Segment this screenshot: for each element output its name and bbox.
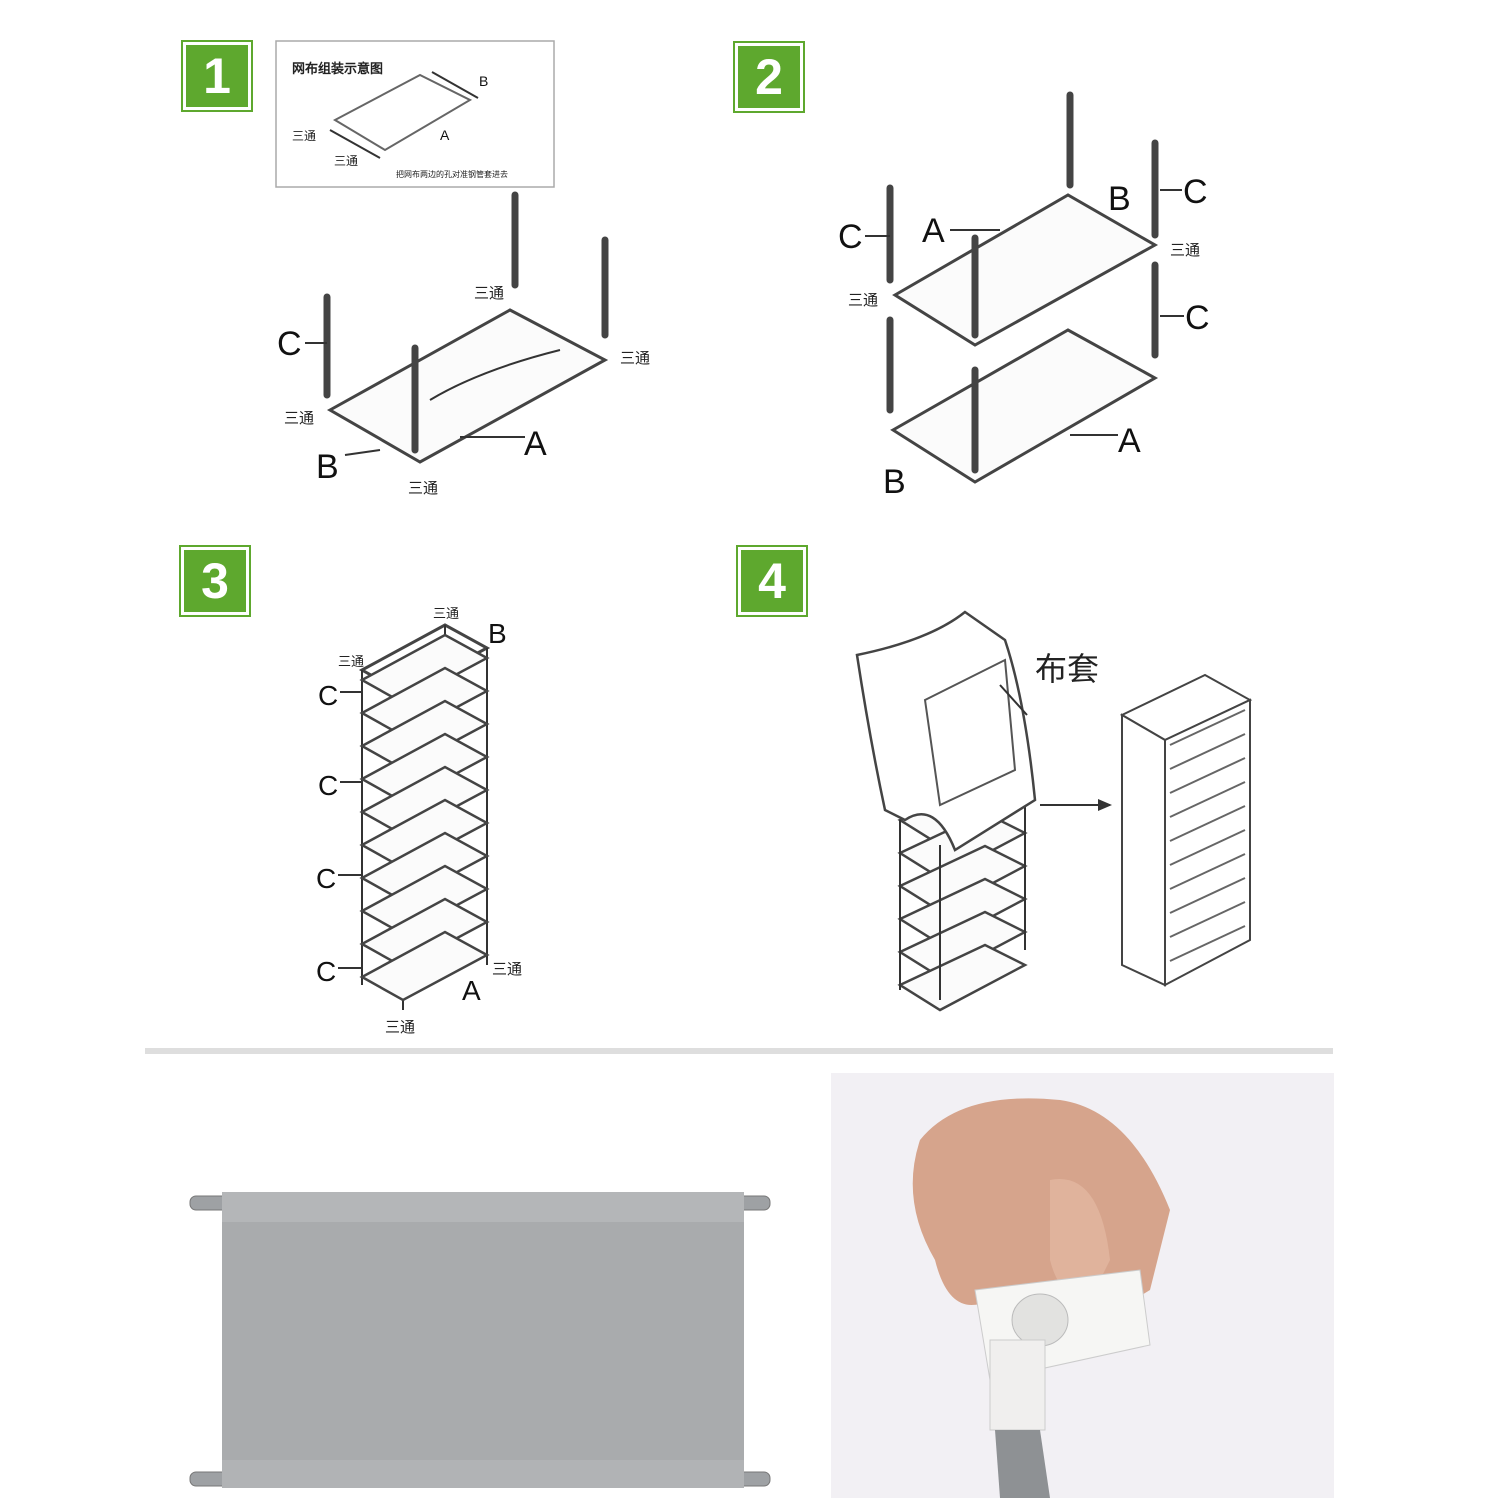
shelf-tier xyxy=(359,930,490,1002)
step-2-label-a-bottom: A xyxy=(1118,422,1141,460)
step-3-label-c-4: C xyxy=(316,956,336,987)
step-3-tee-left: 三通 xyxy=(338,655,364,670)
step-4-diagram: 布套 xyxy=(855,610,1253,1012)
step-3-tee-bottom: 三通 xyxy=(385,1018,415,1036)
step-1-tee-bottom: 三通 xyxy=(408,479,438,497)
step-1-label-b: B xyxy=(316,448,339,486)
section-divider xyxy=(145,1048,1333,1054)
inset-label-b: B xyxy=(479,73,488,89)
step-3-label-b: B xyxy=(488,618,507,649)
shelf-line xyxy=(1169,853,1246,890)
step-2-diagram: C A B C 三通 三通 C A B xyxy=(838,91,1210,501)
step-2-badge: 2 xyxy=(733,41,805,113)
step-2-label-c-right-top: C xyxy=(1183,173,1208,211)
shelf-tier xyxy=(359,897,490,969)
step-2-label-a-top: A xyxy=(922,212,945,250)
shelf-line xyxy=(1169,781,1246,818)
shelf-tier xyxy=(359,699,490,771)
connector-hand-photo xyxy=(831,1073,1334,1498)
step-4-badge: 4 xyxy=(736,545,808,617)
shelf-tier xyxy=(359,765,490,837)
step-1-badge: 1 xyxy=(181,40,253,112)
shelf-tier xyxy=(359,732,490,804)
fabric-cover xyxy=(855,610,1037,852)
step-3-label-c-1: C xyxy=(318,680,338,711)
fabric-shelf-photo xyxy=(189,1192,771,1488)
step-1-tee-left: 三通 xyxy=(284,409,314,427)
step-2-label-c-right-mid: C xyxy=(1185,299,1210,337)
step-3-tee-top: 三通 xyxy=(433,607,459,622)
inset-tee-2: 三通 xyxy=(334,154,358,168)
step-3-label-c-3: C xyxy=(316,863,336,894)
shelf-line xyxy=(1169,901,1246,938)
shelf-tier xyxy=(359,798,490,870)
step-2-tee-right: 三通 xyxy=(1170,241,1200,259)
step-2-label-b-top: B xyxy=(1108,180,1131,218)
shelf-line xyxy=(1169,805,1246,842)
shelf-tier xyxy=(359,831,490,903)
step-3-diagram: 三通 B 三通 C C C C 三通 A 三通 xyxy=(316,607,522,1036)
step-2-tee-left: 三通 xyxy=(848,291,878,309)
step-3-label-c-2: C xyxy=(318,770,338,801)
inset-instruction: 把网布两边的孔对准钢管套进去 xyxy=(396,169,508,179)
shelf-line xyxy=(1169,709,1246,746)
shelf-tier xyxy=(897,943,1028,1012)
step-1-tee-top: 三通 xyxy=(474,284,504,302)
step-3-label-a: A xyxy=(462,975,481,1006)
step-1-label-c: C xyxy=(277,325,302,363)
inset-diagram: 网布组装示意图 B A 三通 三通 把网布两边的孔对准钢管套进去 xyxy=(275,40,555,188)
step-1-tee-right: 三通 xyxy=(620,349,650,367)
step-1-label-a: A xyxy=(524,425,547,463)
step-2-label-b-bottom: B xyxy=(883,463,906,501)
shelf-line xyxy=(1169,925,1246,962)
step-4-cover-label: 布套 xyxy=(1035,650,1099,688)
step-3-tee-right: 三通 xyxy=(492,960,522,978)
step-2-label-c-left: C xyxy=(838,218,863,256)
shelf-line xyxy=(1169,829,1246,866)
inset-title: 网布组装示意图 xyxy=(292,61,383,77)
step-1-diagram: C 三通 三通 三通 B A 三通 xyxy=(277,191,650,497)
step-3-badge: 3 xyxy=(179,545,251,617)
shelf-line xyxy=(1169,733,1246,770)
shelf-line xyxy=(1169,757,1246,794)
shelf-line xyxy=(1169,877,1246,914)
inset-tee-1: 三通 xyxy=(292,129,316,143)
shelf-tier xyxy=(359,666,490,738)
shelf-tier xyxy=(359,633,490,705)
shelf-tier xyxy=(359,864,490,936)
inset-label-a: A xyxy=(440,127,450,143)
